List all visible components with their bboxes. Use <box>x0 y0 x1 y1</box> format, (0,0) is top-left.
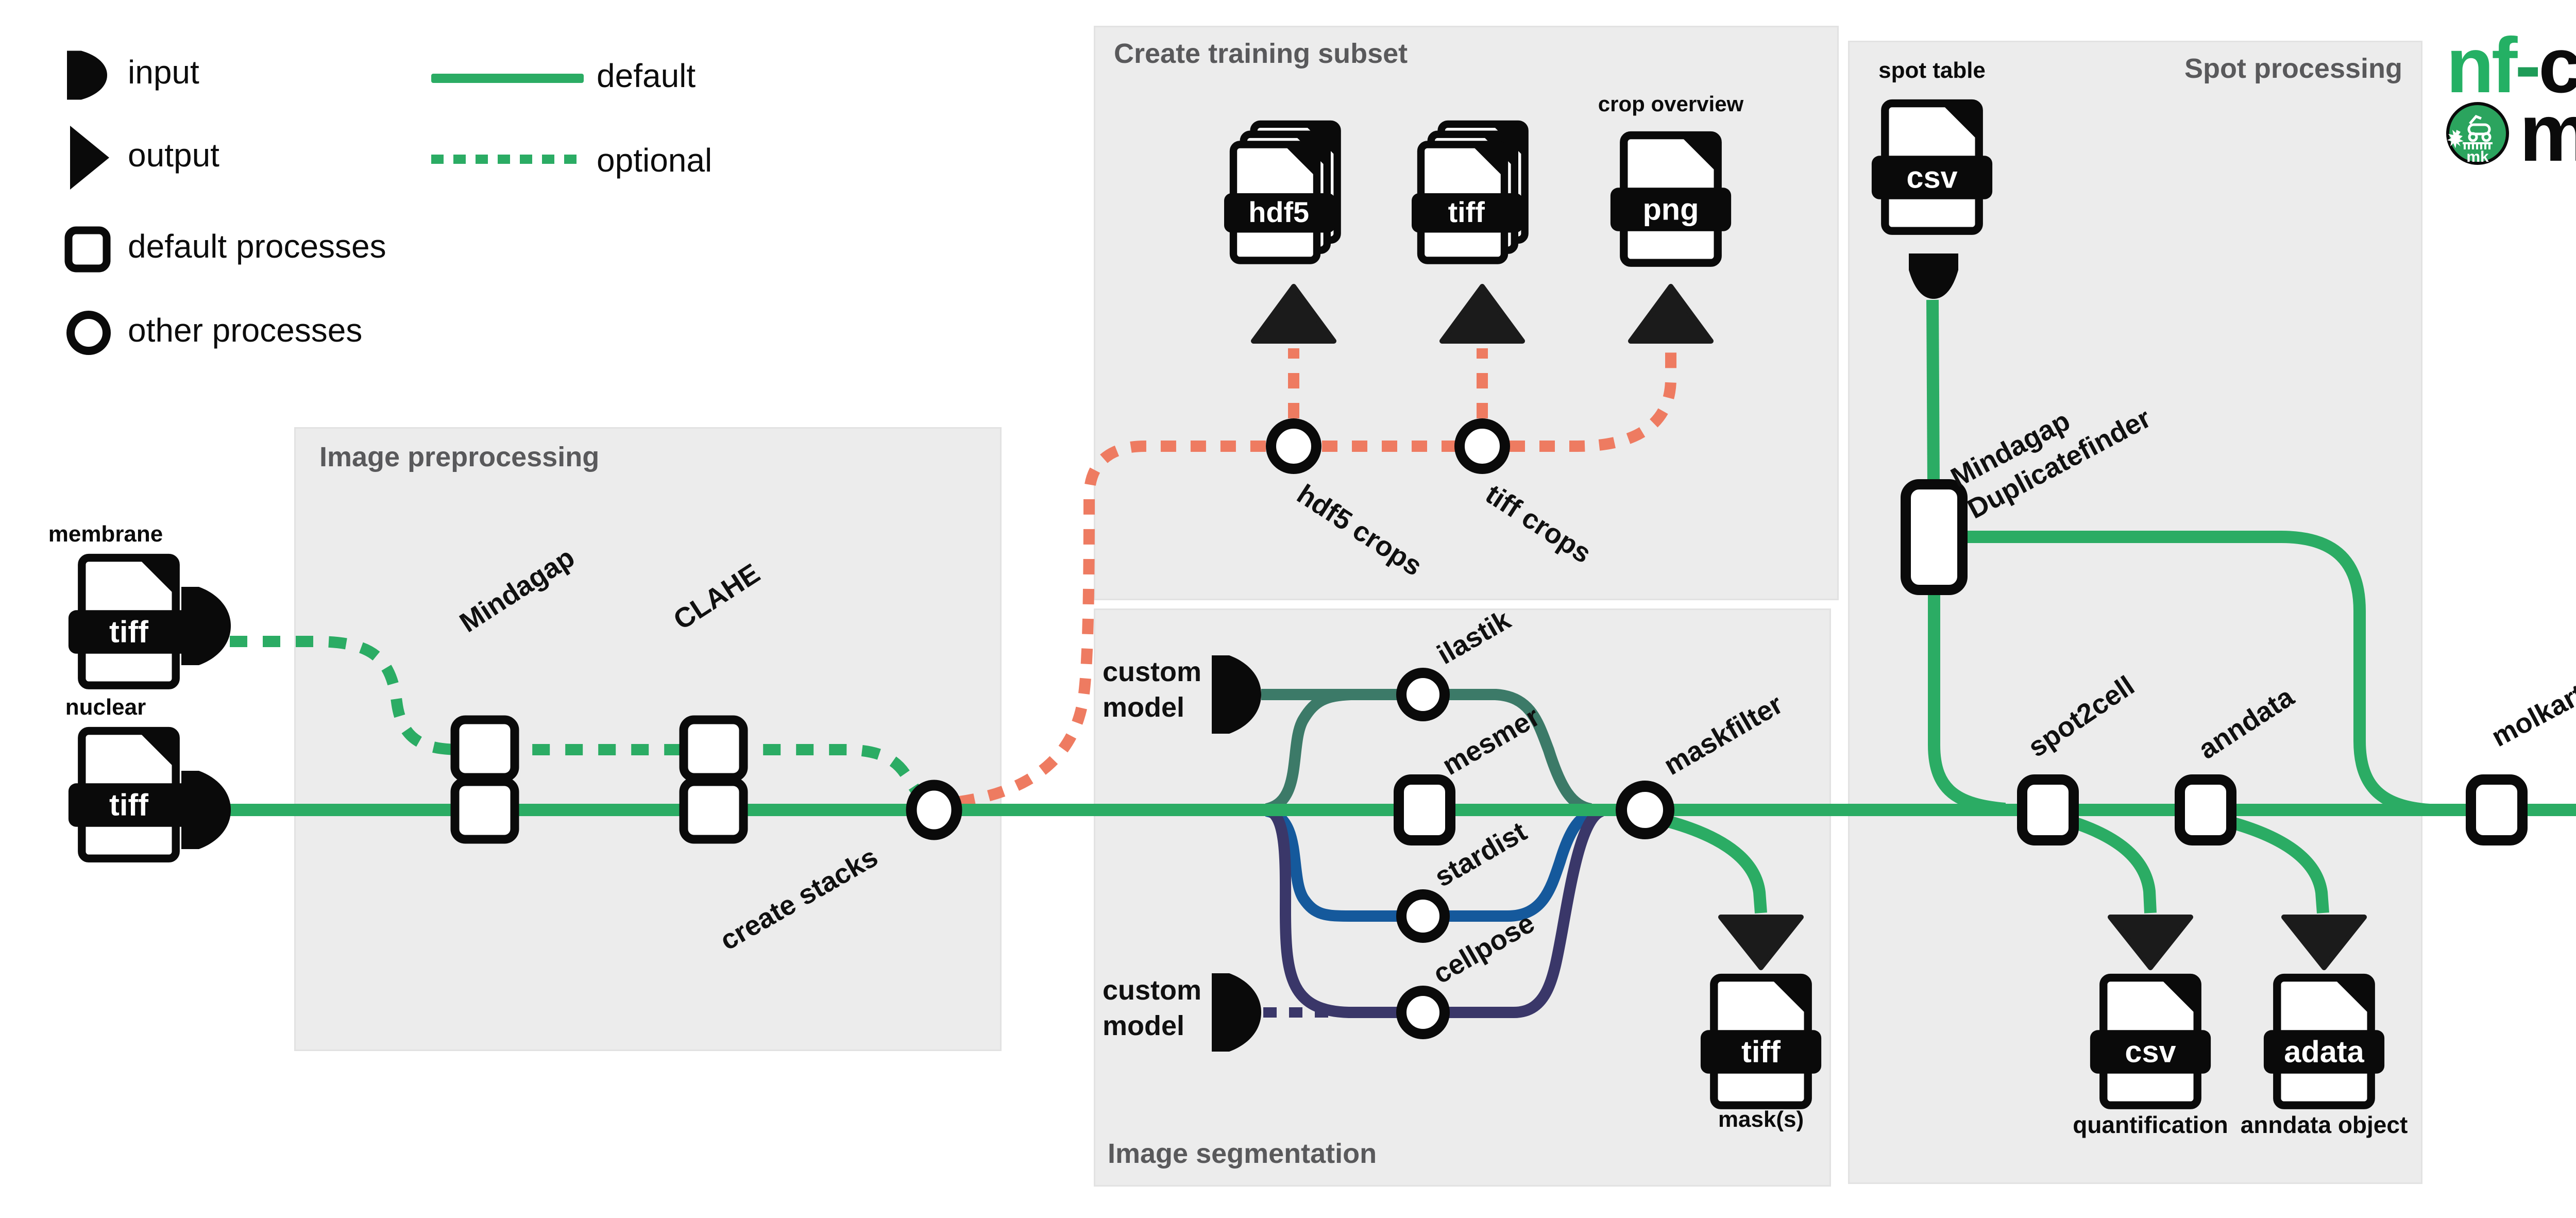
tiff-crops-file-icon: tiff <box>1412 120 1529 264</box>
masks-file-icon: tiff <box>1700 973 1822 1109</box>
maskfilter-node <box>1616 781 1674 839</box>
wire-ilastik-branch-left <box>1265 689 1351 815</box>
hdf5-crops-file-icon: hdf5 <box>1224 120 1341 264</box>
legend-input-label: input <box>128 54 199 91</box>
membrane-file-icon: tiff <box>68 553 190 689</box>
legend-output-label: output <box>128 137 219 174</box>
output-arrow-tiff <box>1439 284 1525 344</box>
stardist-node <box>1396 889 1450 943</box>
panel-title-training: Create training subset <box>1114 38 1408 69</box>
wire-duplicatefinder-down <box>1928 590 2006 815</box>
output-arrow-anndata <box>2281 915 2367 970</box>
svg-text:png: png <box>1642 192 1699 227</box>
anndata-object-file-icon: adata <box>2263 973 2385 1109</box>
panel-title-segmentation: Image segmentation <box>1108 1138 1377 1169</box>
spot-table-input-connector <box>1909 253 1958 299</box>
default-process-icon <box>64 226 111 273</box>
wire-stardist-branch <box>1265 805 1600 922</box>
nuclear-caption: nuclear <box>65 695 146 720</box>
masks-caption: mask(s) <box>1718 1107 1804 1132</box>
svg-text:tiff: tiff <box>109 788 148 822</box>
default-line-icon <box>431 74 584 83</box>
mk-badge-icon: mk <box>2446 102 2509 165</box>
svg-text:hdf5: hdf5 <box>1248 196 1309 228</box>
nuclear-file-icon: tiff <box>68 726 190 862</box>
svg-text:tiff: tiff <box>109 615 148 649</box>
legend-default-label: default <box>597 57 696 94</box>
output-arrow-hdf5 <box>1251 284 1336 344</box>
spot2cell-node <box>2017 774 2079 845</box>
custom-model-bottom-connector <box>1212 973 1261 1052</box>
svg-text:tiff: tiff <box>1741 1035 1781 1069</box>
panel-title-preprocessing: Image preprocessing <box>319 442 600 472</box>
svg-text:tiff: tiff <box>1448 196 1485 228</box>
crop-overview-file-icon: png <box>1610 131 1732 267</box>
output-arrow-png <box>1628 284 1714 344</box>
custom-model-top-connector <box>1212 655 1261 734</box>
custom-model-top-label: custom model <box>1103 656 1202 723</box>
mk-badge-text: mk <box>2466 148 2489 165</box>
optional-line-icon <box>431 155 584 164</box>
wire-membrane-optional <box>230 636 922 795</box>
wire-spot2cell-output <box>2058 812 2157 914</box>
output-arrow-masks <box>1718 915 1804 970</box>
quantification-file-icon: csv <box>2090 973 2211 1109</box>
svg-text:csv: csv <box>2125 1035 2176 1069</box>
membrane-caption: membrane <box>48 521 163 547</box>
logo-molkart-text: molkart <box>2519 88 2576 178</box>
membrane-input-connector <box>181 587 231 665</box>
wire-spot-table-input <box>1926 299 1940 486</box>
anndata-object-caption: anndata object <box>2240 1111 2408 1138</box>
hdf5-crops-node <box>1266 418 1321 474</box>
logo-hyphen: - <box>2515 22 2541 109</box>
spot-table-caption: spot table <box>1878 58 1986 83</box>
duplicatefinder-node <box>1901 479 1968 595</box>
legend-other-processes-label: other processes <box>128 312 363 349</box>
molkartqc-node <box>2466 774 2528 845</box>
tiff-crops-node <box>1454 418 1510 474</box>
mesmer-node <box>1394 774 1455 845</box>
custom-model-bottom-label: custom model <box>1103 975 1202 1042</box>
wire-duplicatefinder-right <box>1959 531 2430 816</box>
wire-maskfilter-output <box>1654 812 1767 914</box>
legend-optional-label: optional <box>597 142 713 179</box>
quantification-caption: quantification <box>2073 1111 2228 1138</box>
wire-ilastik-branch-right <box>1495 689 1592 815</box>
legend-default-processes-label: default processes <box>128 228 386 265</box>
logo-nf-text: nf <box>2446 22 2517 109</box>
clahe-node <box>679 715 748 844</box>
wire-anndata-output <box>2213 812 2329 914</box>
cellpose-node <box>1396 986 1450 1039</box>
output-arrow-quantification <box>2108 915 2193 970</box>
spot-table-file-icon: csv <box>1871 99 1993 235</box>
other-process-icon <box>66 311 111 355</box>
output-icon <box>70 126 109 190</box>
create-stacks-node <box>906 780 962 840</box>
logo-core-text: core/ <box>2538 22 2576 109</box>
anndata-node <box>2175 774 2236 845</box>
crop-overview-caption: crop overview <box>1598 92 1744 116</box>
logo-text-row: nf-core/ <box>2446 21 2576 111</box>
input-icon <box>67 50 107 100</box>
ilastik-node <box>1396 668 1450 721</box>
mindagap-node <box>450 715 519 844</box>
svg-text:adata: adata <box>2284 1035 2364 1069</box>
panel-title-spot: Spot processing <box>2184 53 2402 84</box>
svg-text:csv: csv <box>1906 160 1957 195</box>
wire-training-optional <box>958 348 1676 807</box>
nuclear-input-connector <box>181 771 231 849</box>
